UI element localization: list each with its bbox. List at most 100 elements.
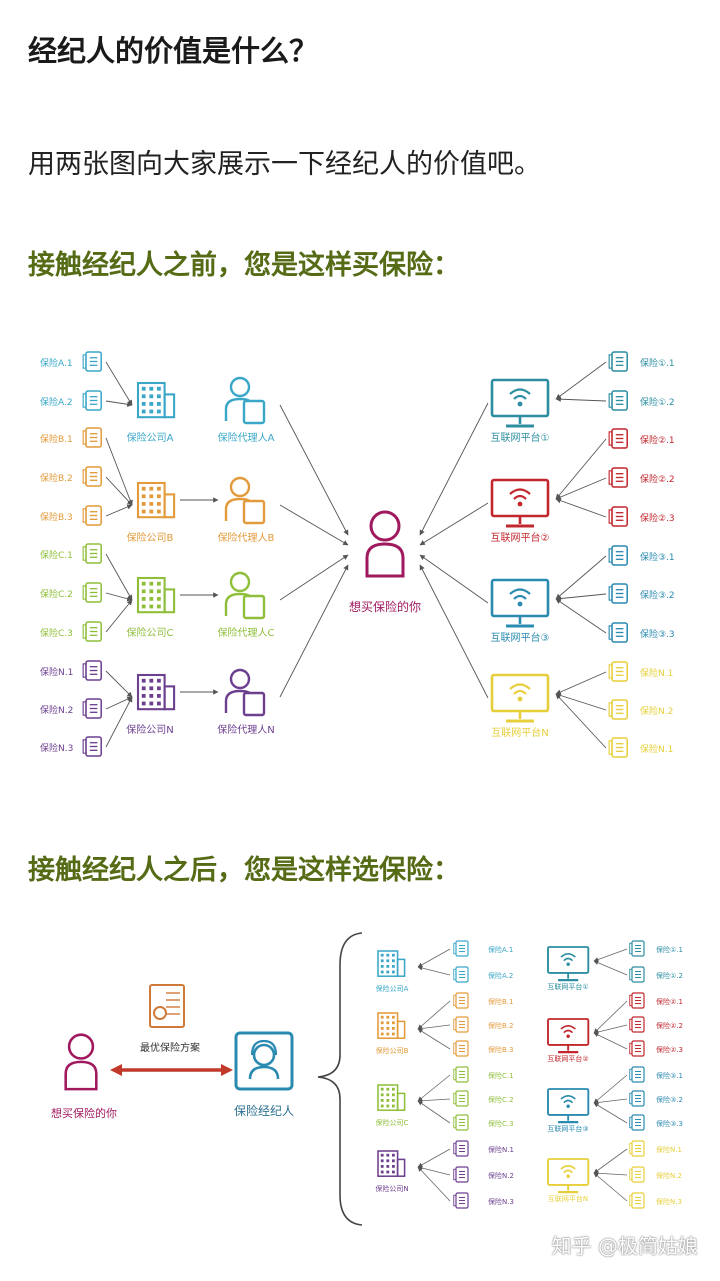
product-label: 保险B.1: [40, 433, 73, 445]
product-label: 保险N.3: [40, 742, 73, 754]
policy-document-icon: [82, 466, 102, 487]
connector-arrow: [105, 599, 133, 633]
platform-label: 互联网平台②: [547, 1054, 588, 1063]
connector-arrow: [417, 1024, 451, 1031]
policy-document-icon: [608, 506, 628, 527]
product-label: 保险③.3: [640, 628, 675, 640]
product-label: 保险②.3: [640, 512, 675, 524]
connector-arrow: [417, 1100, 451, 1124]
broker-headset-icon: [234, 1031, 294, 1091]
policy-document-icon: [629, 1016, 645, 1033]
product-label: 保险①.1: [640, 357, 675, 369]
computer-monitor-icon: [490, 478, 550, 528]
building-icon: [136, 381, 176, 419]
policy-document-icon: [453, 1090, 469, 1107]
connector-arrow: [105, 437, 133, 506]
product-label: 保险N.2: [488, 1171, 514, 1180]
product-label: 保险①.1: [656, 945, 683, 954]
connector-arrow: [593, 1024, 628, 1035]
company-label: 保险公司C: [127, 626, 174, 639]
connector-arrow: [555, 477, 607, 500]
policy-document-icon: [453, 1192, 469, 1209]
policy-document-icon: [629, 966, 645, 983]
connector-arrow: [555, 671, 607, 695]
connector-arrow: [555, 598, 607, 634]
product-label: 保险A.1: [488, 945, 513, 954]
policy-document-icon: [453, 966, 469, 983]
product-label: 保险C.2: [40, 588, 73, 600]
product-label: 保险③.1: [656, 1071, 683, 1080]
agent-person-icon: [224, 376, 266, 425]
connector-arrow: [555, 693, 607, 749]
computer-monitor-icon: [547, 1088, 590, 1124]
connector-arrow: [419, 402, 489, 536]
connector-arrow: [593, 948, 628, 962]
article-intro: 用两张图向大家展示一下经纪人的价值吧。: [28, 149, 541, 180]
company-label: 保险公司B: [376, 1046, 409, 1055]
platform-label: 互联网平台②: [491, 531, 550, 544]
person-icon: [365, 510, 405, 578]
you-label: 想买保险的你: [51, 1106, 117, 1120]
you-label: 想买保险的你: [349, 599, 421, 614]
platform-label: 互联网平台③: [491, 631, 550, 644]
product-label: 保险N.1: [656, 1145, 682, 1154]
connector-arrow: [419, 554, 489, 604]
policy-document-icon: [608, 737, 628, 758]
policy-document-icon: [608, 351, 628, 372]
product-label: 保险A.2: [40, 396, 73, 408]
computer-monitor-icon: [547, 1018, 590, 1054]
product-label: 保险③.2: [656, 1095, 683, 1104]
connector-arrow: [555, 396, 607, 402]
connector-arrow: [593, 1148, 628, 1174]
policy-document-icon: [629, 1114, 645, 1131]
product-label: 保险②.3: [656, 1045, 683, 1054]
building-icon: [136, 481, 176, 519]
product-label: 保险③.1: [640, 551, 675, 563]
building-icon: [377, 1150, 406, 1177]
before-heading: 接触经纪人之前，您是这样买保险：: [28, 250, 460, 281]
policy-document-icon: [82, 582, 102, 603]
policy-document-icon: [82, 543, 102, 564]
platform-label: 互联网平台③: [547, 1124, 588, 1133]
computer-monitor-icon: [490, 673, 550, 723]
policy-document-icon: [608, 545, 628, 566]
policy-document-icon: [453, 940, 469, 957]
product-label: 保险C.2: [488, 1095, 514, 1104]
policy-document-icon: [453, 1114, 469, 1131]
connector-arrow: [555, 593, 607, 602]
connector-arrow: [417, 1000, 451, 1030]
product-label: 保险③.3: [656, 1119, 683, 1128]
product-label: 保险A.1: [40, 357, 73, 369]
policy-document-icon: [453, 1140, 469, 1157]
connector-arrow: [105, 553, 133, 601]
policy-document-icon: [608, 699, 628, 720]
policy-document-icon: [608, 622, 628, 643]
person-icon: [64, 1033, 98, 1091]
connector-arrow: [419, 502, 489, 546]
connector-arrow: [417, 1098, 451, 1104]
policy-document-icon: [629, 992, 645, 1009]
company-label: 保险公司N: [126, 723, 173, 736]
after-broker-diagram: 想买保险的你最优保险方案保险经纪人保险公司A保险A.1保险A.2保险公司B保险B…: [51, 932, 683, 1226]
policy-document-icon: [82, 736, 102, 757]
building-icon: [136, 576, 176, 614]
product-label: 保险B.2: [488, 1021, 513, 1030]
connector-arrow: [105, 476, 133, 506]
policy-document-icon: [82, 698, 102, 719]
building-icon: [377, 1084, 406, 1111]
broker-label: 保险经纪人: [234, 1103, 294, 1118]
policy-document-icon: [629, 1166, 645, 1183]
connector-arrow: [105, 504, 133, 517]
product-label: 保险②.1: [640, 434, 675, 446]
company-label: 保险公司C: [376, 1118, 409, 1127]
platform-label: 互联网平台N: [491, 726, 548, 739]
building-icon: [136, 673, 176, 711]
product-label: 保险C.1: [488, 1071, 514, 1080]
connector-arrow: [279, 504, 349, 546]
agent-person-icon: [224, 476, 266, 525]
building-icon: [377, 950, 406, 977]
policy-document-icon: [82, 427, 102, 448]
product-label: 保险B.3: [40, 511, 73, 523]
connector-arrow: [279, 554, 349, 601]
